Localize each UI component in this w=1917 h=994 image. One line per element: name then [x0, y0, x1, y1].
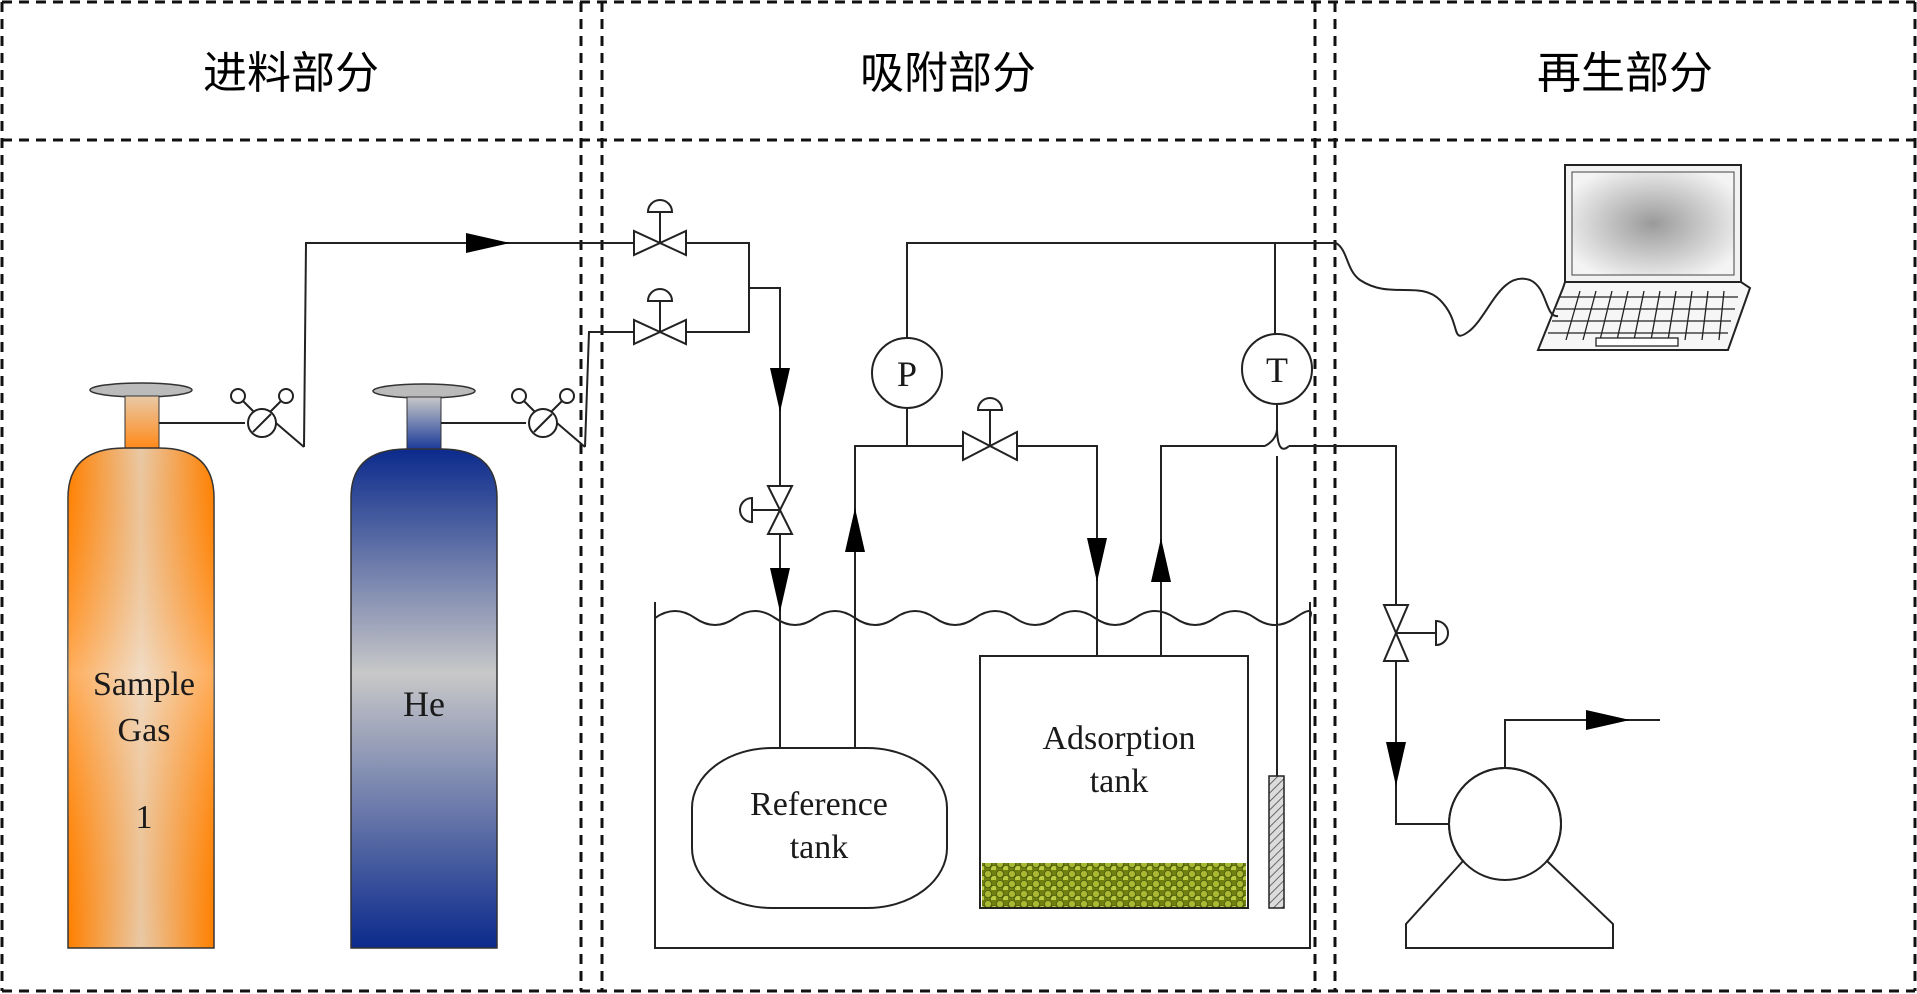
water-bath [654, 602, 1312, 949]
adsorption-tank: Adsorption tank [979, 655, 1249, 909]
section-title-feed: 进料部分 [203, 48, 379, 99]
temperature-gauge-label: T [1266, 350, 1288, 390]
sample-gas-label-line2: Gas [118, 712, 171, 749]
data-cable [1335, 242, 1559, 337]
pressure-gauge-label: P [897, 354, 917, 394]
instrument-lines [906, 242, 1336, 357]
reference-tank: Reference tank [691, 747, 948, 909]
adsorption-tank-label-line1: Adsorption [1043, 720, 1196, 757]
flow-arrow-icon [466, 233, 510, 253]
exhaust-arrow-icon [1586, 710, 1630, 730]
manifold-pipes [686, 242, 790, 748]
reference-inlet-valve-icon [739, 485, 794, 535]
connecting-pipes [845, 404, 1397, 776]
vacuum-pump-icon [1386, 661, 1660, 949]
pressure-gauge-icon: P [871, 337, 943, 409]
feed-pipes [303, 233, 634, 448]
helium-label: He [403, 684, 445, 724]
section-title-adsorption: 吸附部分 [860, 48, 1036, 99]
helium-cylinder: He [350, 383, 498, 949]
connecting-valve-icon [962, 397, 1018, 462]
sample-gas-cylinder: Sample Gas 1 [67, 382, 215, 949]
reference-tank-label-line2: tank [790, 829, 849, 866]
temperature-probe [1268, 775, 1285, 909]
helium-regulator-valve-icon [441, 388, 586, 448]
sample-regulator-valve-icon [159, 388, 305, 448]
adsorbent-bed [982, 863, 1246, 907]
section-title-regeneration: 再生部分 [1537, 48, 1713, 99]
temperature-gauge-icon: T [1241, 333, 1313, 405]
reference-tank-label-line1: Reference [750, 786, 888, 823]
sample-gas-label-line1: Sample [93, 666, 195, 703]
inlet-valve-sample-icon [633, 199, 687, 257]
sample-gas-label-line3: 1 [136, 799, 153, 836]
inlet-valve-helium-icon [633, 288, 687, 346]
laptop-icon [1536, 164, 1752, 351]
regeneration-valve-icon [1382, 604, 1449, 662]
adsorption-tank-label-line2: tank [1090, 763, 1149, 800]
